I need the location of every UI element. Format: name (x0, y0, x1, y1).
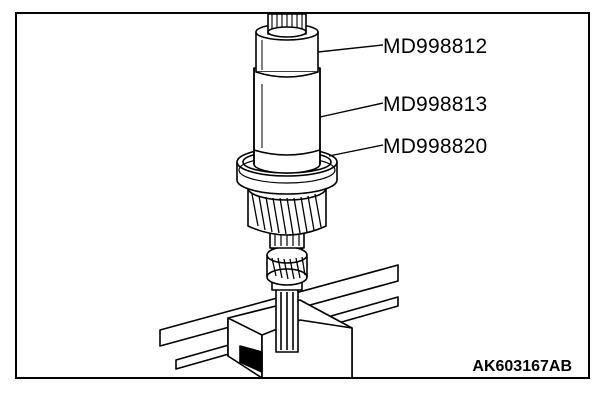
callout-md998813: MD998813 (383, 93, 488, 116)
leader-lines (317, 44, 384, 157)
callout-md998812: MD998812 (383, 35, 488, 58)
figure-code: AK603167AB (472, 358, 572, 375)
installer-tube (253, 67, 321, 174)
small-gear (266, 246, 308, 286)
callout-md998820: MD998820 (383, 135, 488, 158)
top-bolt (267, 14, 307, 38)
